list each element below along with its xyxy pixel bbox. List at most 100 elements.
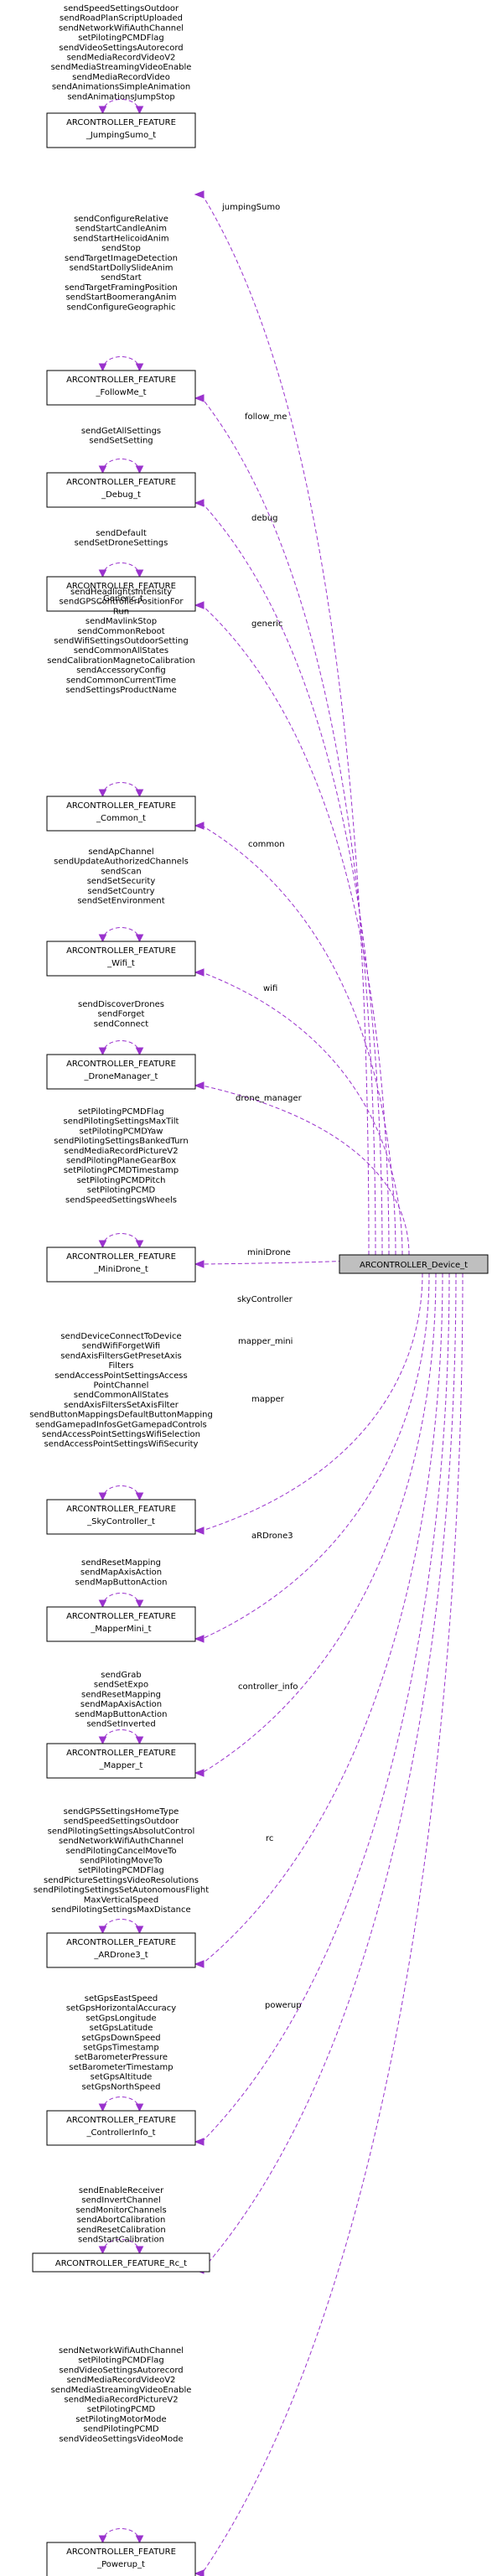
method-label: sendWifiSettingsOutdoorSetting: [54, 637, 188, 646]
method-list-powerup: sendNetworkWifiAuthChannelsetPilotingPCM…: [51, 2346, 192, 2444]
method-label: sendAxisFiltersSetAxisFilter: [64, 1401, 179, 1410]
class-box[interactable]: [46, 472, 196, 508]
arrowhead: [98, 1736, 107, 1745]
method-label: setPilotingPCMDFlag: [78, 34, 164, 43]
class-node-controllerinfo[interactable]: ARCONTROLLER_FEATURE_ControllerInfo_t: [46, 2110, 196, 2146]
arrowhead: [194, 394, 205, 402]
arrowhead: [98, 569, 107, 578]
method-list-wifi: sendApChannelsendUpdateAuthorizedChannel…: [54, 847, 189, 906]
arrowhead: [135, 1492, 144, 1501]
self-reference-edge-minidrone: [102, 1233, 140, 1248]
arrowhead: [98, 789, 107, 798]
arrowhead: [194, 968, 205, 977]
method-label: sendMavlinkStop: [85, 617, 157, 626]
class-box[interactable]: [46, 1743, 196, 1779]
association-edge-mappermini: [201, 1272, 430, 1640]
method-label: sendSpeedSettingsOutdoor: [64, 4, 179, 13]
class-name-line1: ARCONTROLLER_FEATURE: [66, 1749, 176, 1758]
class-box[interactable]: [46, 2110, 196, 2146]
arrowhead: [98, 106, 107, 115]
association-edge-rc: [201, 1272, 457, 2271]
class-box[interactable]: [46, 1932, 196, 1968]
method-label: sendMediaStreamingVideoEnable: [51, 63, 192, 72]
method-label: setGpsDownSpeed: [81, 2034, 160, 2043]
class-node-mapper[interactable]: ARCONTROLLER_FEATURE _Mapper_t: [46, 1743, 196, 1779]
arrowhead: [135, 2535, 144, 2544]
class-box[interactable]: [46, 2542, 196, 2576]
class-box[interactable]: [46, 941, 196, 977]
class-box[interactable]: [46, 1606, 196, 1642]
arrowhead: [194, 2138, 205, 2146]
class-box[interactable]: [46, 1247, 196, 1283]
center-class-label: ARCONTROLLER_Device_t: [360, 1261, 468, 1270]
class-box[interactable]: [46, 370, 196, 406]
class-box[interactable]: [46, 1054, 196, 1090]
self-reference-edge-skycontroller: [102, 1485, 140, 1501]
method-label: sendVideoSettingsAutorecord: [59, 44, 183, 53]
method-label: setPilotingPCMDYaw: [80, 1127, 163, 1136]
method-label: sendSetInverted: [86, 1720, 155, 1729]
class-node-mappermini[interactable]: ARCONTROLLER_FEATURE_MapperMini_t: [46, 1606, 196, 1642]
class-name-line2: _Mapper_t: [99, 1761, 143, 1770]
method-label: sendConfigureRelative: [74, 215, 168, 224]
class-name-line2: _Wifi_t: [106, 959, 135, 968]
method-label: sendDefault: [96, 529, 147, 538]
class-box[interactable]: [46, 576, 196, 612]
method-label: setPilotingPCMDFlag: [78, 1866, 164, 1875]
class-name-line2: _FollowMe_t: [95, 388, 146, 397]
class-name-line2: _MapperMini_t: [90, 1625, 151, 1634]
method-label: PointChannel: [94, 1381, 149, 1391]
class-node-skycontroller[interactable]: ARCONTROLLER_FEATURE_SkyController_t: [46, 1499, 196, 1535]
method-list-rc: sendEnableReceiversendInvertChannelsendM…: [75, 2186, 166, 2245]
self-reference-edge-mapper: [102, 1729, 140, 1744]
center-class-node[interactable]: ARCONTROLLER_Device_t: [339, 1254, 489, 1274]
method-label: sendMediaStreamingVideoEnable: [51, 2386, 192, 2395]
method-label: sendConnect: [94, 1019, 148, 1029]
class-name-line1: ARCONTROLLER_FEATURE: [66, 1505, 176, 1514]
method-label: sendGPSControllerPositionFor: [60, 598, 184, 607]
method-label: setPilotingMotorMode: [75, 2415, 166, 2424]
edge-label-controllerinfo: controller_info: [238, 1682, 298, 1692]
class-box[interactable]: [46, 796, 196, 832]
method-label: sendDeviceConnectToDevice: [60, 1332, 181, 1341]
method-label: sendEnableReceiver: [79, 2186, 164, 2195]
class-node-ardrone3[interactable]: ARCONTROLLER_FEATURE_ARDrone3_t: [46, 1932, 196, 1968]
class-node-common[interactable]: ARCONTROLLER_FEATURE_Common_t: [46, 796, 196, 832]
class-name-line2: _Common_t: [96, 814, 146, 823]
class-box[interactable]: [46, 112, 196, 148]
class-node-jumpingsumo[interactable]: ARCONTROLLER_FEATURE_JumpingSumo_t: [46, 112, 196, 148]
self-reference-edge-common: [102, 782, 140, 797]
method-label: setGpsHorizontalAccuracy: [66, 2004, 176, 2014]
class-name-line1: ARCONTROLLER_FEATURE: [66, 376, 176, 385]
class-node-rc[interactable]: ARCONTROLLER_FEATURE_Rc_t: [32, 2252, 210, 2273]
class-name-line1: ARCONTROLLER_FEATURE: [66, 946, 176, 956]
class-node-wifi[interactable]: ARCONTROLLER_FEATURE _Wifi_t: [46, 941, 196, 977]
center-class-box[interactable]: [339, 1254, 489, 1274]
class-node-powerup[interactable]: ARCONTROLLER_FEATURE_Powerup_t: [46, 2542, 196, 2576]
association-edge-dronemanager: [201, 1085, 410, 1256]
class-node-followme[interactable]: ARCONTROLLER_FEATURE _FollowMe_t: [46, 370, 196, 406]
method-label: sendCalibrationMagnetoCalibration: [47, 656, 195, 666]
method-label: sendSpeedSettingsWheels: [65, 1195, 177, 1205]
method-label: sendPilotingSettingsSetAutonomousFlight: [34, 1886, 209, 1895]
method-label: sendCommonReboot: [77, 627, 164, 636]
arrowhead: [135, 1926, 144, 1935]
arrowhead: [98, 1926, 107, 1935]
class-box[interactable]: [46, 1499, 196, 1535]
method-label: sendAccessPointSettingsWifiSecurity: [44, 1440, 199, 1449]
class-node-minidrone[interactable]: ARCONTROLLER_FEATURE_MiniDrone_t: [46, 1247, 196, 1283]
class-node-dronemanager[interactable]: ARCONTROLLER_FEATURE_DroneManager_t: [46, 1054, 196, 1090]
method-label: setGpsLatitude: [90, 2024, 153, 2033]
method-label: sendSetExpo: [94, 1681, 148, 1690]
class-node-generic[interactable]: ARCONTROLLER_FEATURE_Generic_t: [46, 576, 196, 612]
method-label: sendNetworkWifiAuthChannel: [59, 23, 184, 33]
method-label: sendStart: [101, 273, 142, 282]
method-label: sendAccessPointSettingsWifiSelection: [42, 1430, 200, 1439]
class-node-debug[interactable]: ARCONTROLLER_FEATURE_Debug_t: [46, 472, 196, 508]
method-label: sendStartHelicoidAnim: [73, 234, 168, 243]
class-box[interactable]: [32, 2252, 210, 2273]
class-name-line1: ARCONTROLLER_FEATURE: [66, 2116, 176, 2125]
arrowhead: [135, 934, 144, 943]
method-label: sendPilotingPlaneGearBox: [66, 1157, 176, 1166]
arrowhead: [98, 2246, 107, 2255]
